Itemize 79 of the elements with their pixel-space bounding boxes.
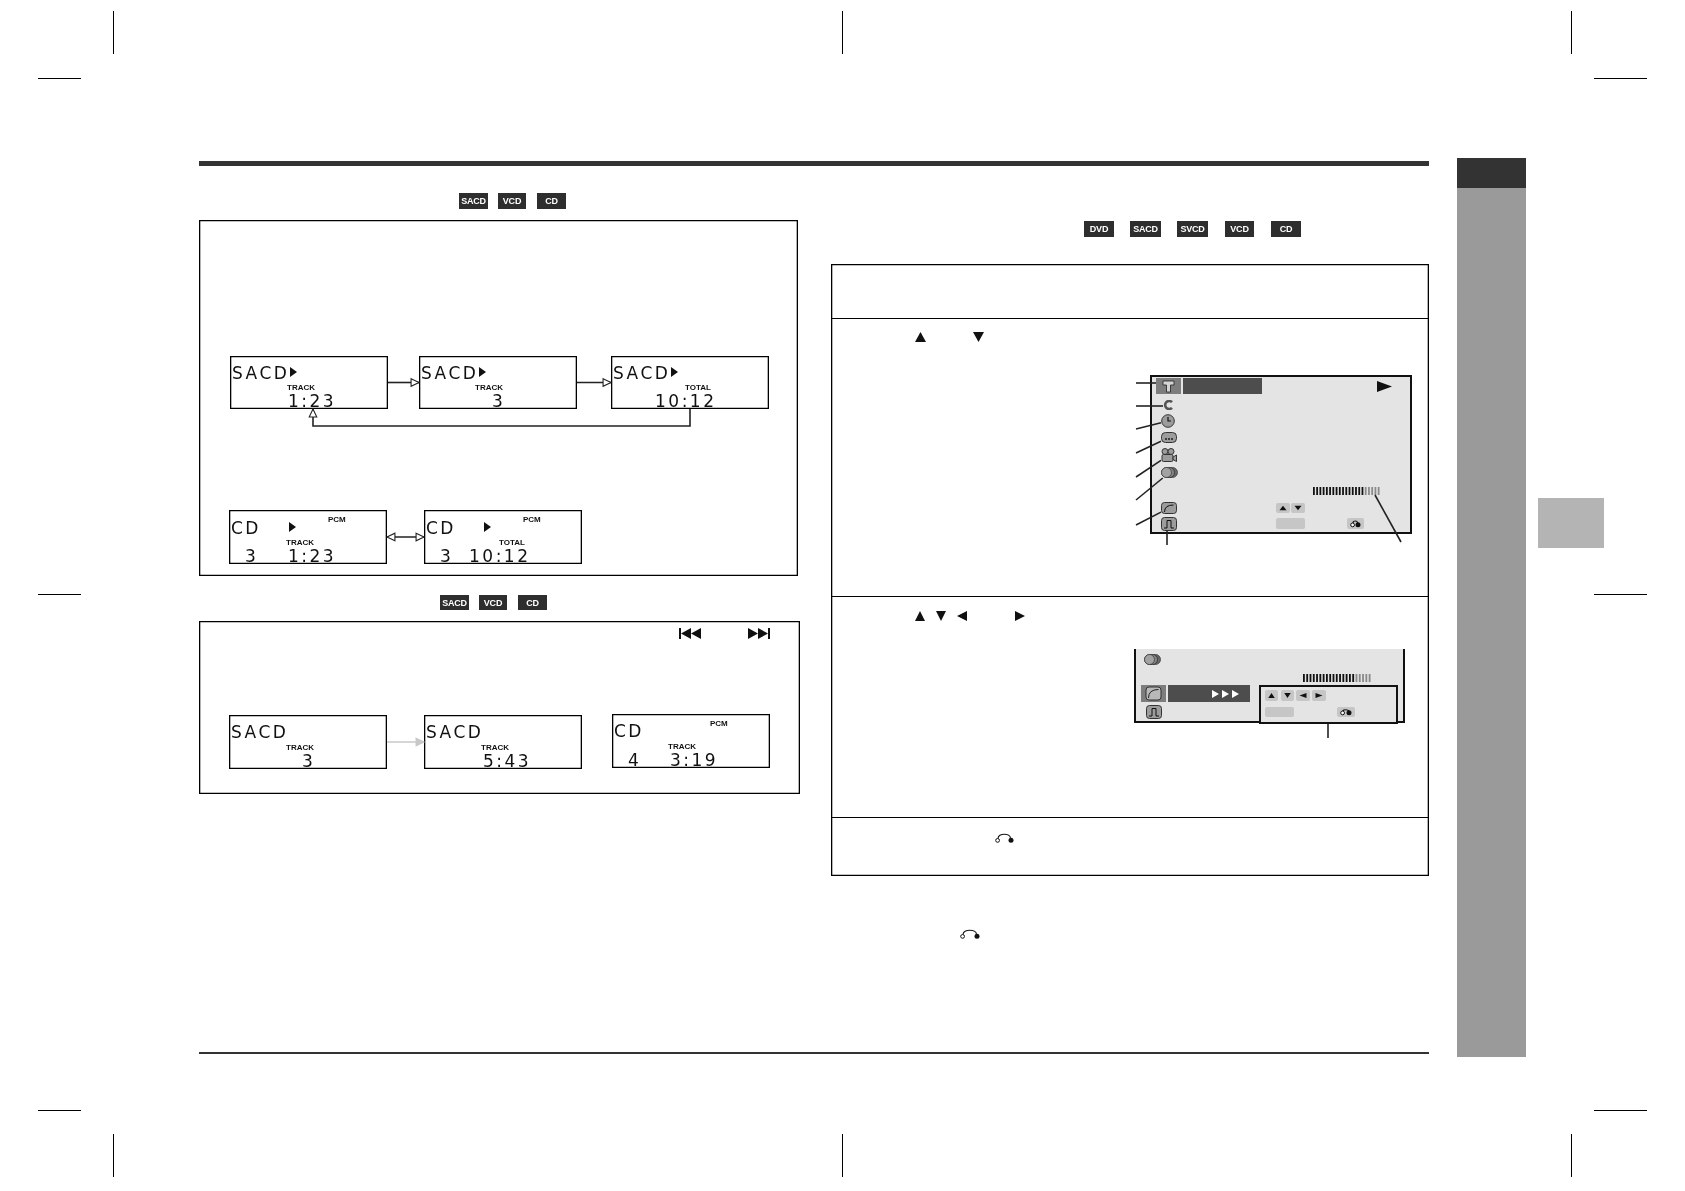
lcd-display [611,356,769,409]
display-text: 1:23 [288,393,337,410]
display-text: 4 [628,752,642,769]
letter-c-icon [1163,400,1174,410]
dotted-box-icon [1161,432,1177,443]
display-text: 3 [302,753,316,770]
display-text: 3:19 [670,752,719,769]
arrow [308,408,691,427]
circles-icon [1161,467,1178,478]
display-label: TOTAL [499,539,525,547]
display-label: TRACK [286,539,314,547]
format-badge: VCD [498,193,526,209]
format-badge: CD [537,193,566,209]
leader-line [1135,511,1162,526]
arrow [576,378,612,387]
lcd-display [424,715,582,769]
display-text: SACD [426,724,484,741]
format-badge: CD [518,595,547,610]
display-label: TRACK [287,384,315,392]
display-text: CD [426,520,456,537]
display-text: 1:23 [288,548,337,565]
leader-line [1135,422,1162,430]
lcd-display [229,510,387,564]
format-badge: VCD [479,595,507,610]
lcd-display [229,715,387,769]
lcd-display [612,714,770,768]
display-text: 3 [440,548,454,565]
display-label: TRACK [668,743,696,751]
format-badge: VCD [1225,221,1254,237]
display-label: TRACK [475,384,503,392]
leader-line [1166,530,1168,546]
panel-frame [199,621,800,794]
display-text: CD [614,723,644,740]
display-text: 3 [245,548,259,565]
camera-icon [1161,448,1177,462]
display-label: PCM [710,720,728,728]
arrow [386,532,425,542]
display-label: PCM [523,516,541,524]
leader-line [1135,440,1162,454]
leader-line [1135,405,1164,407]
arrow [387,378,420,387]
format-badge: SACD [459,193,488,209]
display-text: 3 [492,393,506,410]
panel-frame [199,220,798,576]
format-badge: CD [1271,221,1301,237]
menu-screen [1150,375,1412,534]
format-badge: SACD [440,595,469,610]
display-text: SACD [232,365,290,382]
pulse-icon [1161,517,1177,531]
format-badge: SACD [1130,221,1161,237]
display-text: 10:12 [469,548,531,565]
display-label: TRACK [286,744,314,752]
menu-screen [1134,649,1405,723]
leader-line [1135,477,1164,501]
arrow [386,737,425,747]
display-text: SACD [421,365,479,382]
display-text: CD [231,520,261,537]
display-text: 5:43 [483,753,532,770]
display-label: TRACK [481,744,509,752]
format-badge: DVD [1084,221,1114,237]
leader-line [1135,459,1162,478]
letter-t-icon [1156,378,1181,394]
instruction-table [831,264,1429,876]
lcd-display [230,356,388,409]
leader-line [1327,723,1329,739]
display-text: 10:12 [655,393,717,410]
lcd-display [424,510,582,564]
leader-line [1135,382,1157,384]
clock-icon [1161,414,1175,428]
format-badge: SVCD [1177,221,1208,237]
curve-icon [1161,502,1177,514]
display-text: SACD [613,365,671,382]
display-text: SACD [231,724,289,741]
display-label: TOTAL [685,384,711,392]
level-meter [1313,487,1381,495]
control-group-frame [1259,685,1398,724]
leader-line [1374,494,1402,543]
lcd-display [419,356,577,409]
display-label: PCM [328,516,346,524]
